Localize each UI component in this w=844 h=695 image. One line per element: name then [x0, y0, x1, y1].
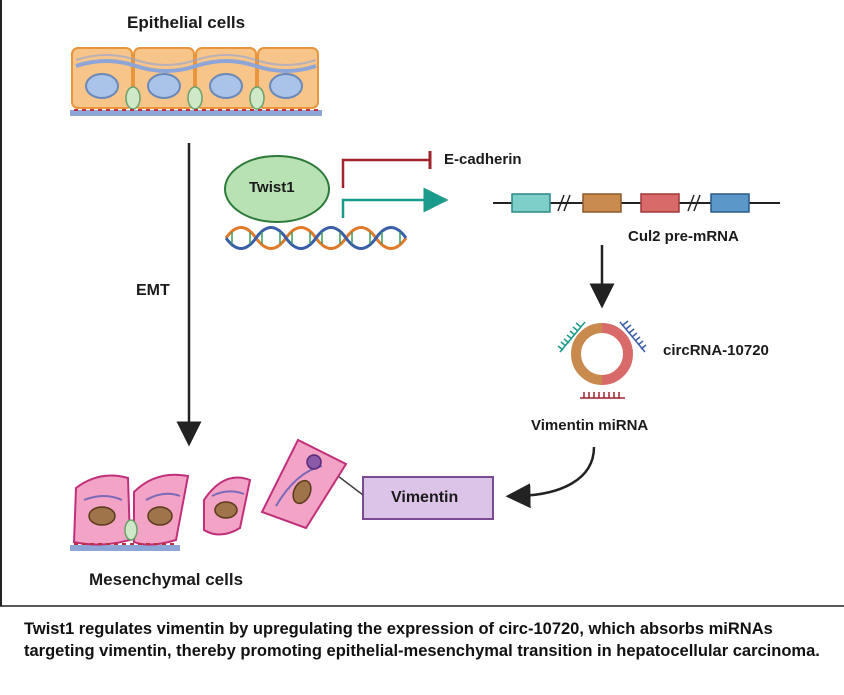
- cell-junction: [249, 86, 265, 110]
- mirna-to-vimentin-arrow: [505, 446, 596, 509]
- vimentin-label: Vimentin: [391, 489, 459, 506]
- dna-helix: [224, 226, 408, 250]
- cul2-premrna-label: Cul2 pre-mRNA: [628, 228, 739, 245]
- cell-junction: [125, 86, 141, 110]
- twist1-protein: [224, 155, 330, 223]
- mesenchymal-cells-label: Mesenchymal cells: [89, 570, 244, 589]
- mirna-bottom: [580, 392, 625, 399]
- vimentin-mirna-label: Vimentin miRNA: [531, 417, 649, 434]
- cul2-premrna: [493, 193, 780, 213]
- exon-4: [710, 193, 750, 213]
- epithelial-basement-membrane: [70, 110, 322, 116]
- inhibition-line: [341, 158, 430, 188]
- cell-junction: [187, 86, 203, 110]
- epithelial-nucleus: [85, 73, 119, 99]
- epithelial-cell-4: [257, 47, 319, 109]
- epithelial-nucleus: [209, 73, 243, 99]
- mesenchymal-cell-1: [72, 474, 132, 546]
- epithelial-wavy-band: [75, 59, 317, 73]
- mesenchymal-nucleus: [292, 479, 312, 505]
- epithelial-cell-2: [133, 47, 195, 109]
- figure-caption: Twist1 regulates vimentin by upregulatin…: [24, 620, 820, 660]
- exon-2: [582, 193, 622, 213]
- mesenchymal-cells-group: [70, 438, 348, 551]
- mesenchymal-cell-3: [203, 476, 252, 536]
- exon-3: [640, 193, 680, 213]
- activation-arrow: [341, 187, 449, 218]
- epithelial-nucleus: [269, 73, 303, 99]
- mesenchymal-nucleus: [147, 506, 173, 526]
- cell-junction: [124, 519, 138, 541]
- epithelial-nucleus: [147, 73, 181, 99]
- twist1-group: [224, 151, 449, 250]
- mesenchymal-basement-membrane: [70, 545, 180, 551]
- mesenchymal-nucleus: [88, 506, 116, 526]
- emt-label: EMT: [136, 282, 170, 299]
- mirna-left: [557, 321, 586, 353]
- e-cadherin-label: E-cadherin: [444, 151, 522, 168]
- epithelial-cells-label: Epithelial cells: [127, 13, 246, 32]
- exon-1: [511, 193, 551, 213]
- mesenchymal-nucleus: [214, 501, 238, 519]
- mesenchymal-cell-2: [133, 473, 190, 546]
- circrna-label: circRNA-10720: [663, 342, 769, 359]
- vimentin-focus: [306, 454, 322, 470]
- twist1-label: Twist1: [249, 179, 295, 196]
- circrna-10720: [557, 320, 647, 399]
- vimentin-box: [362, 476, 494, 520]
- epithelial-cells-group: [70, 47, 322, 116]
- mesenchymal-cell-4: [260, 438, 348, 530]
- mirna-right: [619, 320, 647, 353]
